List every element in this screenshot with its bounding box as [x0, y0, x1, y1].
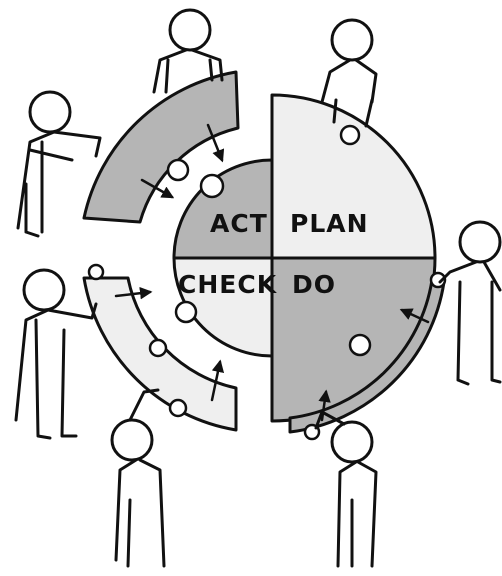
person-figure: [110, 388, 166, 568]
person-figure: [152, 8, 224, 94]
plan-label: PLAN: [290, 209, 369, 238]
person-figure: [438, 220, 502, 386]
puzzle-knob: [168, 398, 188, 418]
puzzle-knob: [199, 173, 225, 199]
arrow-icon: [114, 286, 153, 300]
act-label: ACT: [210, 209, 268, 238]
arrow-icon: [210, 359, 225, 402]
puzzle-knob: [148, 338, 168, 358]
puzzle-knob: [339, 124, 361, 146]
puzzle-knob: [429, 271, 447, 289]
arrow-icon: [399, 308, 430, 324]
person-figure: [314, 410, 378, 568]
act-outer-arc: [82, 70, 240, 224]
person-figure: [320, 18, 378, 128]
check-label: CHECK: [178, 270, 278, 299]
puzzle-knob: [348, 333, 372, 357]
puzzle-knob: [174, 300, 198, 324]
arrow-icon: [206, 123, 225, 163]
puzzle-knob: [87, 263, 105, 281]
person-figure: [14, 268, 98, 440]
plan-quadrant: [270, 93, 437, 260]
check-quadrant: [172, 256, 274, 358]
arrow-icon: [140, 178, 175, 199]
arrow-icon: [318, 389, 331, 422]
do-label: DO: [292, 270, 336, 299]
puzzle-knob: [166, 158, 190, 182]
person-figure: [16, 90, 102, 238]
